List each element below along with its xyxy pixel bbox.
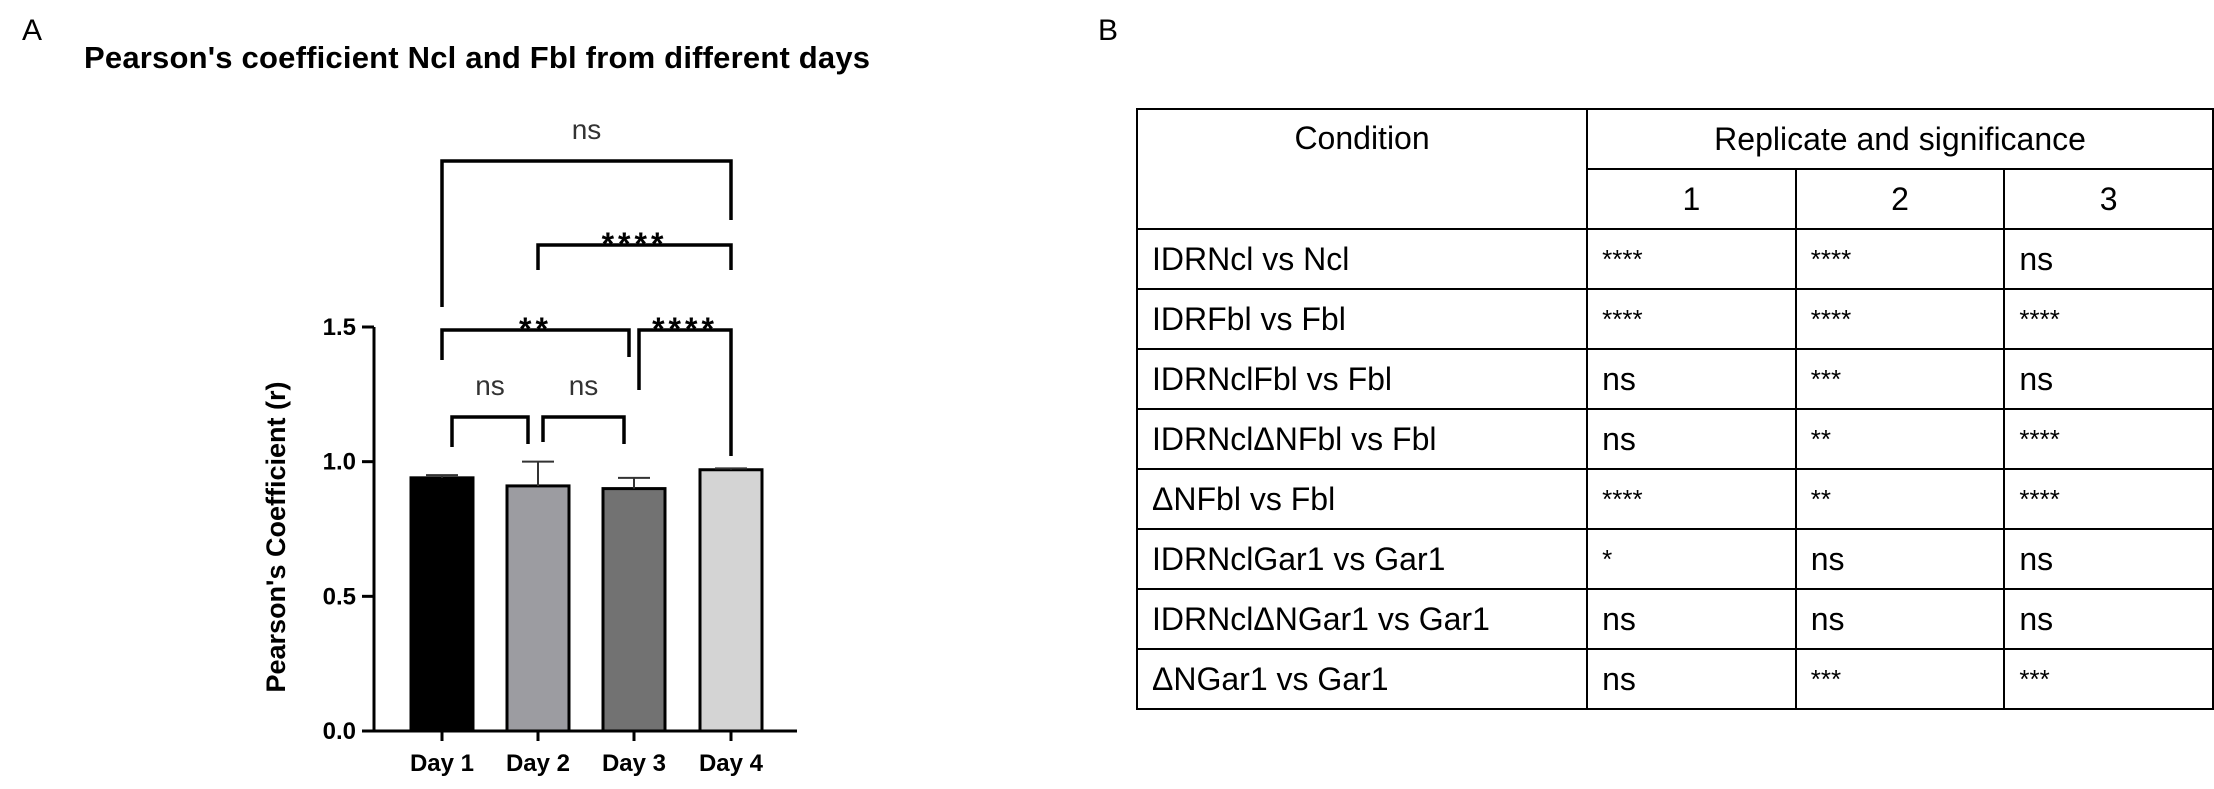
- condition-cell: IDRNclGar1 vs Gar1: [1135, 528, 1589, 590]
- significance-cell: ****: [2003, 288, 2214, 350]
- significance-cell: ns: [2003, 588, 2214, 650]
- significance-bracket: [450, 415, 530, 447]
- condition-cell: IDRFbl vs Fbl: [1135, 288, 1589, 350]
- x-category-label: Day 4: [699, 750, 764, 777]
- significance-bracket: [440, 328, 631, 360]
- condition-cell: IDRNclΔNGar1 vs Gar1: [1135, 588, 1589, 650]
- significance-label: ****: [652, 311, 718, 347]
- significance-cell: ns: [2003, 348, 2214, 410]
- significance-cell: ****: [1586, 468, 1797, 530]
- significance-cell: ****: [1586, 288, 1797, 350]
- significance-cell: *: [1586, 528, 1797, 590]
- panel-a-label: A: [22, 14, 43, 47]
- replicate-header-row: 1 2 3: [1137, 168, 2214, 230]
- significance-cell: ns: [1794, 528, 2006, 590]
- significance-cell: ns: [1586, 408, 1797, 470]
- significance-cell: ****: [1586, 228, 1797, 290]
- significance-label: ****: [602, 226, 668, 262]
- y-tick-label: 1.5: [323, 314, 356, 341]
- panel-b-label: B: [1098, 14, 1119, 47]
- condition-cell: IDRNclFbl vs Fbl: [1135, 348, 1589, 410]
- bar: [409, 476, 475, 733]
- x-category-label: Day 1: [410, 750, 474, 777]
- significance-cell: ****: [1794, 288, 2006, 350]
- significance-label: **: [519, 311, 552, 347]
- significance-label: ns: [475, 370, 505, 401]
- replicate-header-1: 1: [1586, 168, 1797, 230]
- replicate-header-3: 3: [2003, 168, 2214, 230]
- replicate-group-header: Replicate and significance: [1586, 108, 2214, 170]
- significance-bracket: [637, 328, 733, 456]
- significance-cell: ***: [1794, 648, 2006, 710]
- significance-label: ns: [572, 114, 602, 145]
- table-header-row: Condition Replicate and significance: [1135, 108, 2214, 230]
- table-row: IDRNcl vs Ncl********ns: [1135, 228, 2214, 290]
- y-tick-label: 1.0: [323, 449, 356, 476]
- bar: [601, 487, 667, 733]
- y-tick-label: 0.5: [323, 583, 356, 610]
- significance-cell: ***: [2003, 648, 2214, 710]
- significance-cell: ns: [1586, 648, 1797, 710]
- significance-cell: ****: [2003, 408, 2214, 470]
- significance-cell: ns: [2003, 528, 2214, 590]
- significance-label: ns: [569, 370, 599, 401]
- significance-bracket: [536, 243, 733, 270]
- condition-header: Condition: [1135, 108, 1589, 230]
- bar: [505, 484, 571, 733]
- condition-cell: ΔNFbl vs Fbl: [1135, 468, 1589, 530]
- y-tick-label: 0.0: [323, 718, 356, 745]
- significance-cell: ns: [1586, 348, 1797, 410]
- significance-cell: ***: [1794, 348, 2006, 410]
- significance-cell: ****: [2003, 468, 2214, 530]
- condition-cell: IDRNclΔNFbl vs Fbl: [1135, 408, 1589, 470]
- replicate-header-2: 2: [1794, 168, 2006, 230]
- table-row: IDRFbl vs Fbl************: [1135, 288, 2214, 350]
- condition-cell: IDRNcl vs Ncl: [1135, 228, 1589, 290]
- x-category-label: Day 3: [602, 750, 666, 777]
- significance-cell: ns: [2003, 228, 2214, 290]
- significance-bracket: [440, 159, 733, 307]
- significance-cell: ****: [1794, 228, 2006, 290]
- y-axis-title: Pearson's Coefficient (r): [261, 382, 291, 693]
- significance-bracket: [541, 415, 626, 444]
- significance-cell: ns: [1586, 588, 1797, 650]
- significance-cell: **: [1794, 408, 2006, 470]
- significance-cell: ns: [1794, 588, 2006, 650]
- bar: [698, 468, 764, 733]
- significance-table: Condition Replicate and significance 1 2…: [1135, 108, 2214, 710]
- chart-title: Pearson's coefficient Ncl and Fbl from d…: [84, 40, 871, 75]
- x-category-label: Day 2: [506, 750, 570, 777]
- significance-cell: **: [1794, 468, 2006, 530]
- condition-cell: ΔNGar1 vs Gar1: [1135, 648, 1589, 710]
- table-row: ΔNFbl vs Fbl**********: [1135, 468, 2214, 530]
